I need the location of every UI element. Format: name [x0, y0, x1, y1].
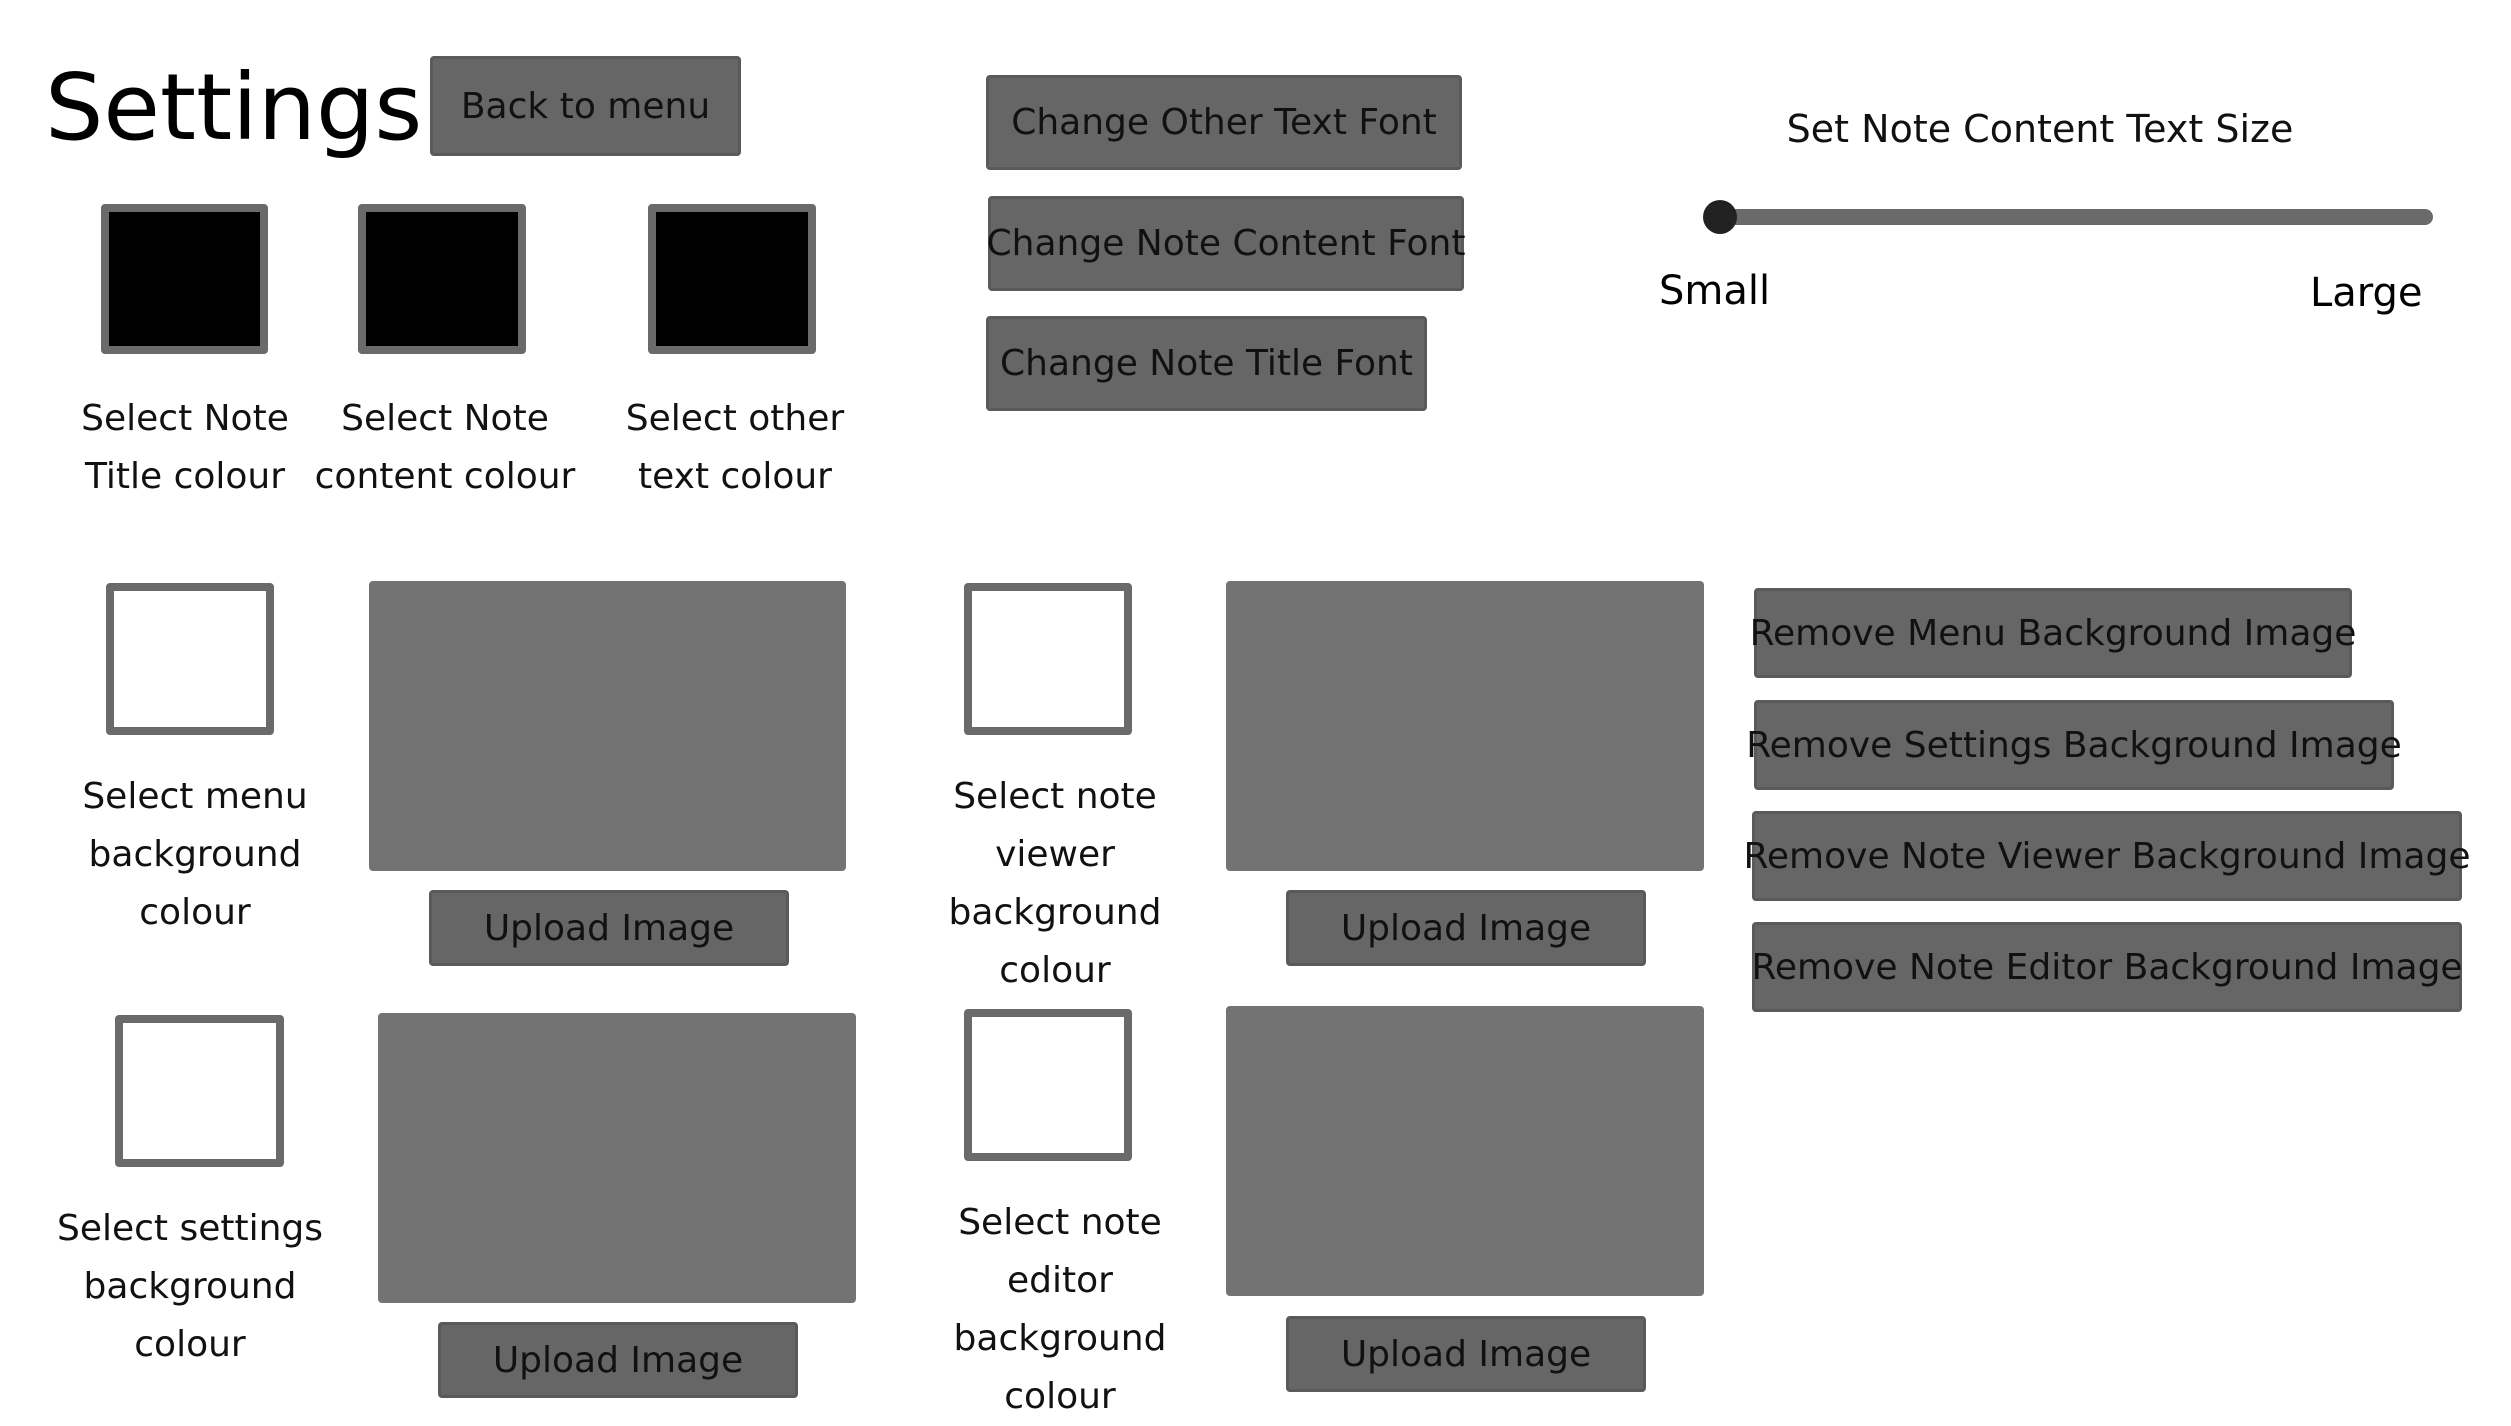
note-editor-background-image-preview [1226, 1006, 1704, 1296]
note-title-colour-swatch[interactable] [101, 204, 268, 354]
other-text-colour-swatch[interactable] [648, 204, 816, 354]
menu-background-image-preview [369, 581, 846, 871]
remove-note-editor-background-image-button[interactable]: Remove Note Editor Background Image [1751, 922, 2463, 1012]
text-size-label: Set Note Content Text Size [1786, 107, 2294, 151]
back-to-menu-button[interactable]: Back to menu [430, 56, 741, 156]
change-note-content-font-button[interactable]: Change Note Content Font [987, 196, 1465, 291]
note-viewer-background-image-preview [1226, 581, 1704, 871]
menu-background-colour-label: Select menu background colour [82, 776, 308, 933]
note-editor-background-colour-label: Select note editor background colour [953, 1202, 1167, 1417]
note-content-colour-swatch[interactable] [358, 204, 526, 354]
remove-menu-background-image-button[interactable]: Remove Menu Background Image [1750, 588, 2356, 678]
note-editor-background-colour-swatch[interactable] [964, 1009, 1132, 1161]
note-editor-upload-image-button[interactable]: Upload Image [1286, 1316, 1646, 1392]
other-text-colour-label: Select other text colour [625, 398, 845, 497]
text-size-slider[interactable] [1705, 209, 2433, 225]
text-size-max-label: Large [2310, 270, 2423, 316]
note-viewer-background-colour-label: Select note viewer background colour [948, 776, 1162, 991]
text-size-slider-knob[interactable] [1703, 200, 1737, 234]
change-other-text-font-button[interactable]: Change Other Text Font [986, 75, 1462, 170]
text-size-min-label: Small [1659, 268, 1771, 314]
note-viewer-upload-image-button[interactable]: Upload Image [1286, 890, 1646, 966]
change-note-title-font-button[interactable]: Change Note Title Font [986, 316, 1427, 411]
page-title: Settings [45, 54, 423, 161]
remove-settings-background-image-button[interactable]: Remove Settings Background Image [1746, 700, 2402, 790]
note-viewer-background-colour-swatch[interactable] [964, 583, 1132, 735]
settings-background-image-preview [378, 1013, 856, 1303]
menu-upload-image-button[interactable]: Upload Image [429, 890, 789, 966]
note-content-colour-label: Select Note content colour [314, 398, 576, 497]
note-title-colour-label: Select Note Title colour [81, 398, 289, 497]
settings-background-colour-label: Select settings background colour [56, 1208, 324, 1365]
menu-background-colour-swatch[interactable] [106, 583, 274, 735]
settings-background-colour-swatch[interactable] [115, 1015, 284, 1167]
settings-upload-image-button[interactable]: Upload Image [438, 1322, 798, 1398]
remove-note-viewer-background-image-button[interactable]: Remove Note Viewer Background Image [1744, 811, 2471, 901]
